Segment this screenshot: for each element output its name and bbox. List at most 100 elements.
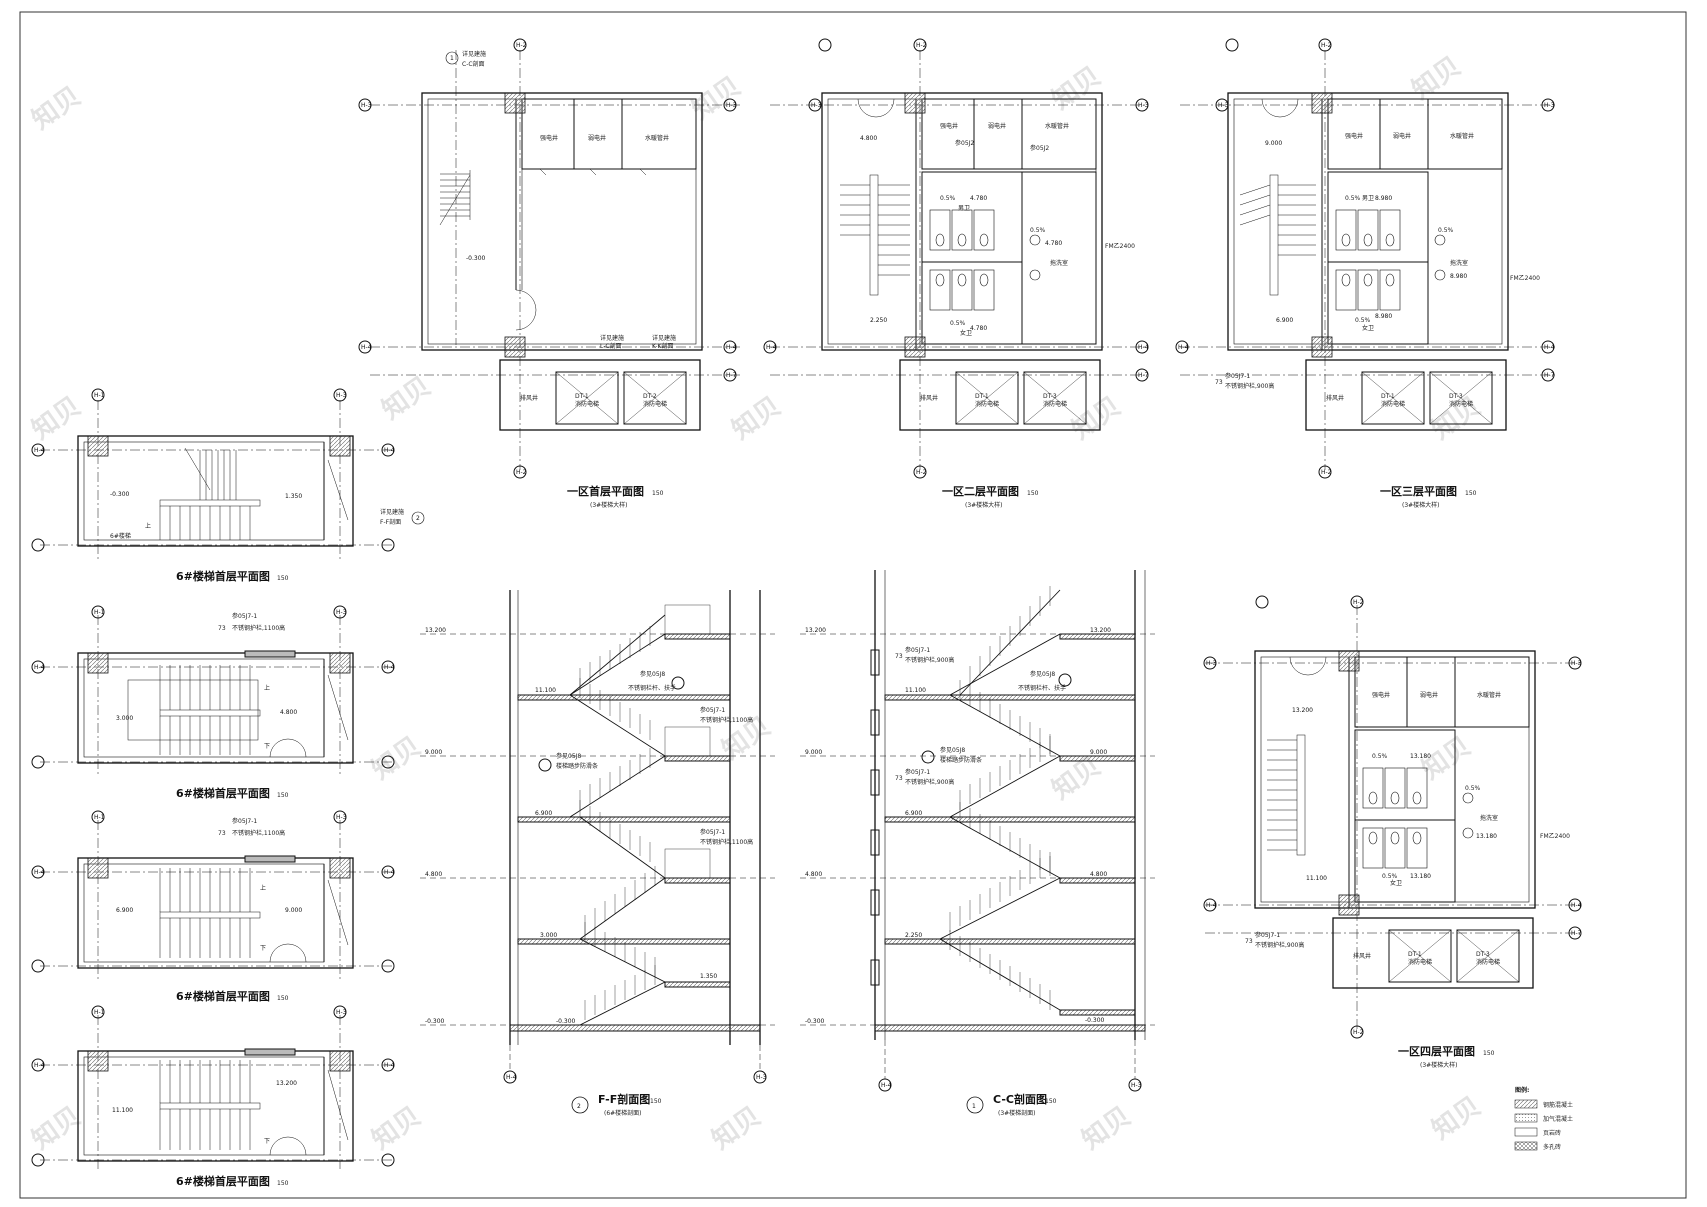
svg-text:F-F剖面: F-F剖面 bbox=[380, 518, 401, 526]
svg-text:知贝: 知贝 bbox=[707, 1101, 767, 1155]
svg-text:0.5%: 0.5% bbox=[1382, 873, 1398, 880]
svg-text:DT-3: DT-3 bbox=[1449, 393, 1463, 400]
svg-text:女卫: 女卫 bbox=[960, 329, 972, 337]
svg-text:知贝: 知贝 bbox=[1427, 1091, 1487, 1145]
svg-text:H-4: H-4 bbox=[881, 1082, 892, 1089]
svg-text:0.5%: 0.5% bbox=[1030, 227, 1046, 234]
svg-text:消防电梯: 消防电梯 bbox=[1449, 400, 1473, 408]
svg-text:-0.300: -0.300 bbox=[425, 1018, 445, 1025]
svg-text:DT-1: DT-1 bbox=[1408, 951, 1422, 958]
svg-text:水暖管井: 水暖管井 bbox=[1450, 132, 1474, 140]
svg-text:H-2: H-2 bbox=[916, 42, 927, 49]
svg-text:知贝: 知贝 bbox=[377, 371, 437, 425]
svg-text:知贝: 知贝 bbox=[727, 391, 787, 445]
svg-text:H-3: H-3 bbox=[756, 1074, 767, 1081]
svg-text:(3#楼梯大样): (3#楼梯大样) bbox=[1420, 1061, 1458, 1069]
svg-text:H-3: H-3 bbox=[1138, 102, 1149, 109]
svg-text:4.800: 4.800 bbox=[860, 135, 877, 142]
svg-text:不锈钢护栏,900高: 不锈钢护栏,900高 bbox=[905, 778, 954, 786]
svg-text:6.900: 6.900 bbox=[1276, 317, 1293, 324]
svg-text:知贝: 知贝 bbox=[367, 731, 427, 785]
svg-text:150: 150 bbox=[277, 995, 289, 1002]
svg-text:参05J2: 参05J2 bbox=[1030, 144, 1049, 152]
svg-text:H-3: H-3 bbox=[1206, 660, 1217, 667]
svg-text:详见建施: 详见建施 bbox=[380, 508, 404, 516]
stair6-plan-2-labels: H-4 H-4 H-1 H-3 3.000 4.800 上 下 参05J7-1 … bbox=[34, 609, 395, 800]
svg-text:4.800: 4.800 bbox=[805, 871, 822, 878]
svg-text:73: 73 bbox=[895, 653, 903, 660]
svg-text:楼梯踏步防滑条: 楼梯踏步防滑条 bbox=[556, 762, 598, 770]
svg-text:参见05J8: 参见05J8 bbox=[940, 746, 965, 754]
svg-text:H-1: H-1 bbox=[94, 392, 105, 399]
svg-text:DT-1: DT-1 bbox=[575, 393, 589, 400]
svg-text:消防电梯: 消防电梯 bbox=[643, 400, 667, 408]
svg-text:150: 150 bbox=[1027, 490, 1039, 497]
svg-text:-0.300: -0.300 bbox=[110, 491, 130, 498]
svg-text:不锈钢护栏,1100高: 不锈钢护栏,1100高 bbox=[700, 838, 753, 846]
svg-text:H-2: H-2 bbox=[916, 469, 927, 476]
svg-text:150: 150 bbox=[1045, 1098, 1057, 1105]
svg-text:H-3: H-3 bbox=[361, 102, 372, 109]
section-ff bbox=[420, 590, 775, 1084]
svg-text:6#楼梯: 6#楼梯 bbox=[110, 532, 131, 540]
svg-text:参05J7-1: 参05J7-1 bbox=[1225, 372, 1250, 380]
svg-text:DT-3: DT-3 bbox=[1043, 393, 1057, 400]
svg-text:参见05J8: 参见05J8 bbox=[556, 752, 581, 760]
svg-text:知贝: 知贝 bbox=[1047, 61, 1107, 115]
sheet-border bbox=[19, 11, 1687, 1199]
svg-text:一区三层平面图: 一区三层平面图 bbox=[1380, 485, 1457, 498]
plan-third-floor bbox=[1175, 38, 1555, 479]
svg-text:8.980: 8.980 bbox=[1450, 273, 1467, 280]
svg-text:H-4: H-4 bbox=[34, 869, 45, 876]
svg-text:H-4: H-4 bbox=[1178, 344, 1189, 351]
plan-second-floor-labels: H-3 H-3 H-4 H-4 H-7 H-2 H-2 强电井 弱电井 水暖管井… bbox=[766, 42, 1149, 509]
section-cc bbox=[800, 570, 1155, 1092]
plan-third-floor-labels: H-3 H-3 H-4 H-4 H-7 H-2 H-2 强电井 弱电井 水暖管井… bbox=[1178, 42, 1555, 509]
svg-text:-0.300: -0.300 bbox=[556, 1018, 576, 1025]
svg-text:水暖管井: 水暖管井 bbox=[1477, 691, 1501, 699]
svg-text:H-1: H-1 bbox=[94, 814, 105, 821]
stair6-plan-1 bbox=[31, 388, 395, 560]
svg-text:男卫: 男卫 bbox=[958, 205, 970, 212]
stair6-plan-2 bbox=[31, 605, 395, 775]
svg-text:H-4: H-4 bbox=[726, 344, 737, 351]
svg-text:2.250: 2.250 bbox=[870, 317, 887, 324]
svg-text:钢筋混凝土: 钢筋混凝土 bbox=[1543, 1101, 1573, 1109]
svg-text:参05J7-1: 参05J7-1 bbox=[905, 646, 930, 654]
svg-text:150: 150 bbox=[277, 792, 289, 799]
svg-text:排风井: 排风井 bbox=[920, 394, 938, 402]
svg-text:8.980: 8.980 bbox=[1375, 313, 1392, 320]
svg-text:(6#楼梯剖面): (6#楼梯剖面) bbox=[604, 1109, 642, 1117]
svg-text:C-C剖面图: C-C剖面图 bbox=[993, 1092, 1047, 1106]
svg-text:H-3: H-3 bbox=[811, 102, 822, 109]
svg-text:4.800: 4.800 bbox=[1090, 871, 1107, 878]
svg-text:H-7: H-7 bbox=[1138, 372, 1149, 379]
svg-text:一区首层平面图: 一区首层平面图 bbox=[567, 484, 644, 498]
svg-text:H-4: H-4 bbox=[1138, 344, 1149, 351]
svg-text:0.5%: 0.5% bbox=[1355, 317, 1371, 324]
svg-text:1.350: 1.350 bbox=[285, 493, 302, 500]
svg-text:6.900: 6.900 bbox=[535, 810, 552, 817]
svg-text:150: 150 bbox=[277, 575, 289, 582]
svg-text:11.100: 11.100 bbox=[112, 1107, 133, 1114]
svg-text:参05J7-1: 参05J7-1 bbox=[232, 817, 257, 825]
svg-text:2.250: 2.250 bbox=[905, 932, 922, 939]
svg-text:11.100: 11.100 bbox=[535, 687, 556, 694]
svg-text:消防电梯: 消防电梯 bbox=[1476, 958, 1500, 966]
svg-text:13.200: 13.200 bbox=[276, 1080, 297, 1087]
svg-text:9.000: 9.000 bbox=[1265, 140, 1282, 147]
svg-text:H-2: H-2 bbox=[1321, 42, 1332, 49]
svg-text:消防电梯: 消防电梯 bbox=[1043, 400, 1067, 408]
svg-text:女卫: 女卫 bbox=[1390, 879, 1402, 887]
svg-text:不锈钢栏杆、扶手: 不锈钢栏杆、扶手 bbox=[628, 684, 676, 692]
svg-text:知贝: 知贝 bbox=[27, 81, 87, 135]
svg-text:0.5%: 0.5% bbox=[1372, 753, 1388, 760]
svg-text:参05J7-1: 参05J7-1 bbox=[700, 706, 725, 714]
svg-text:8.980: 8.980 bbox=[1375, 195, 1392, 202]
svg-text:H-2: H-2 bbox=[1353, 599, 1364, 606]
svg-text:H-4: H-4 bbox=[34, 664, 45, 671]
svg-text:H-3: H-3 bbox=[336, 1009, 347, 1016]
svg-text:4.780: 4.780 bbox=[970, 325, 987, 332]
svg-text:不锈钢护栏,1100高: 不锈钢护栏,1100高 bbox=[700, 716, 753, 724]
